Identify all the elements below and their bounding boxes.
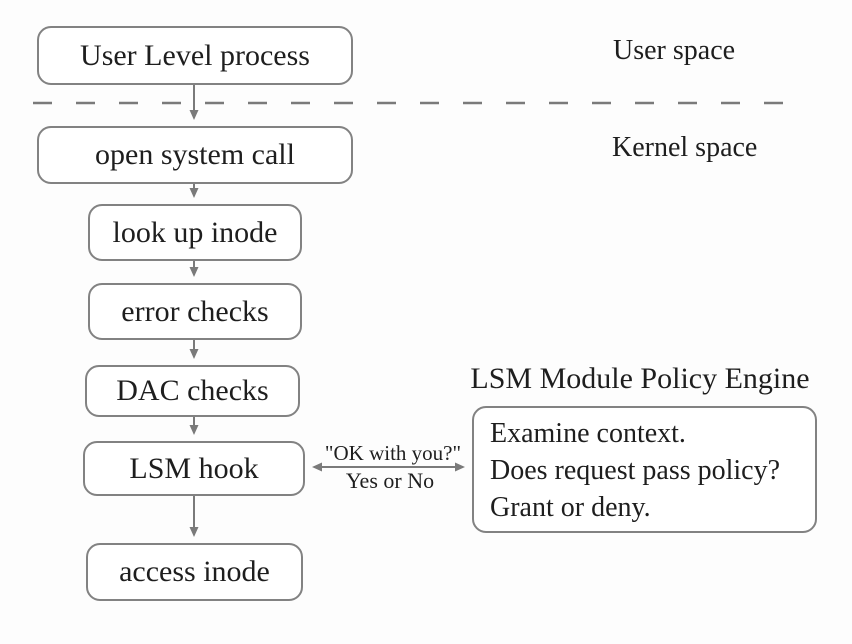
policy-engine-title: LSM Module Policy Engine bbox=[470, 362, 810, 395]
policy-engine-line: Examine context. bbox=[490, 418, 686, 449]
hook-arrow-question-label: "OK with you?" bbox=[324, 441, 462, 465]
flow-box-label: look up inode bbox=[112, 215, 278, 249]
flow-box-look-up-inode: look up inode bbox=[88, 204, 302, 261]
policy-engine-line: Does request pass policy? bbox=[490, 455, 781, 486]
flow-box-user-level-process: User Level process bbox=[37, 26, 353, 85]
flow-box-error-checks: error checks bbox=[88, 283, 302, 340]
kernel-space-label: Kernel space bbox=[612, 132, 758, 163]
hook-arrow-answer-label: Yes or No bbox=[345, 468, 435, 493]
flow-box-open-system-call: open system call bbox=[37, 126, 353, 184]
flow-box-label: error checks bbox=[121, 294, 269, 328]
flow-box-label: access inode bbox=[119, 555, 270, 588]
user-space-label: User space bbox=[613, 35, 736, 66]
flow-box-dac-checks: DAC checks bbox=[85, 365, 300, 417]
flow-box-label: DAC checks bbox=[116, 374, 269, 407]
flow-box-lsm-hook: LSM hook bbox=[83, 441, 305, 496]
flow-box-label: open system call bbox=[95, 138, 295, 171]
policy-engine-box: Examine context. Does request pass polic… bbox=[472, 406, 817, 533]
flow-box-access-inode: access inode bbox=[86, 543, 303, 601]
flow-box-label: LSM hook bbox=[129, 451, 259, 485]
flow-box-label: User Level process bbox=[80, 38, 310, 72]
policy-engine-line: Grant or deny. bbox=[490, 492, 651, 523]
